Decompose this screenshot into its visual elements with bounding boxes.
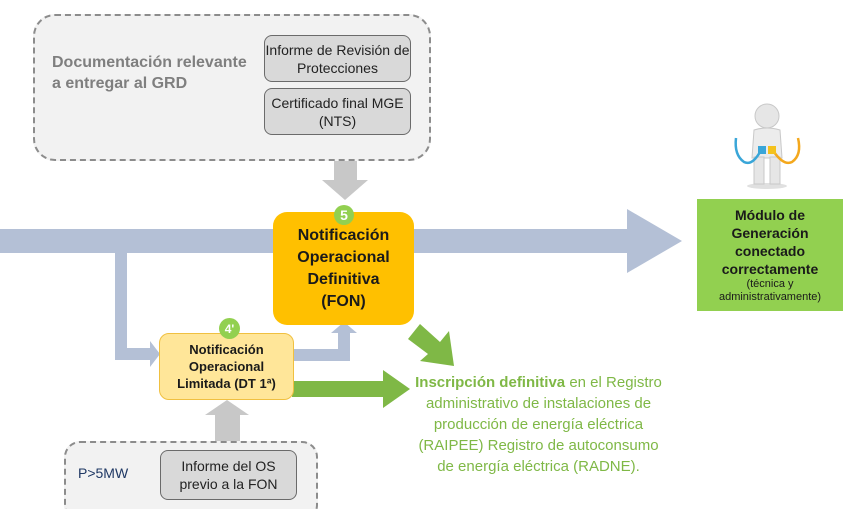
- inscription-bold: Inscripción definitiva: [415, 374, 566, 391]
- inscription-text: Inscripción definitiva en el Registro ad…: [412, 372, 665, 477]
- module-title: Módulo de Generación conectado correctam…: [721, 207, 819, 277]
- green-arrow-diagonal: [408, 324, 454, 366]
- fon-step-badge: 5: [334, 205, 354, 225]
- fonl-to-fon-arrow: [293, 322, 357, 361]
- os-report-box: Informe del OS previo a la FON: [160, 450, 297, 500]
- connected-person-icon: [734, 103, 801, 189]
- module-connected-box: Módulo de Generación conectado correctam…: [697, 199, 843, 311]
- doc-item-final-certificate: Certificado final MGE (NTS): [264, 88, 411, 135]
- fonl-label: Notificación Operacional Limitada (DT 1ª…: [177, 342, 276, 391]
- inscription-body: en el Registro administrativo de instala…: [418, 374, 662, 475]
- fon-label: Notificación Operacional Definitiva (FON…: [297, 226, 390, 310]
- os-to-fonl-arrow: [205, 400, 249, 441]
- green-arrow-horizontal: [292, 370, 410, 408]
- documentation-title: Documentación relevante a entregar al GR…: [52, 54, 247, 92]
- fon-box: Notificación Operacional Definitiva (FON…: [273, 212, 414, 325]
- fonl-box: Notificación Operacional Limitada (DT 1ª…: [159, 333, 294, 400]
- power-condition-label: P>5MW: [78, 465, 129, 481]
- branch-arrow-to-fonl: [115, 253, 160, 367]
- doc-item-protections-review: Informe de Revisión de Protecciones: [264, 35, 411, 82]
- module-subtitle: (técnica y administrativamente): [718, 278, 822, 303]
- docs-to-fon-arrow: [322, 150, 368, 200]
- fonl-step-badge: 4': [219, 318, 240, 339]
